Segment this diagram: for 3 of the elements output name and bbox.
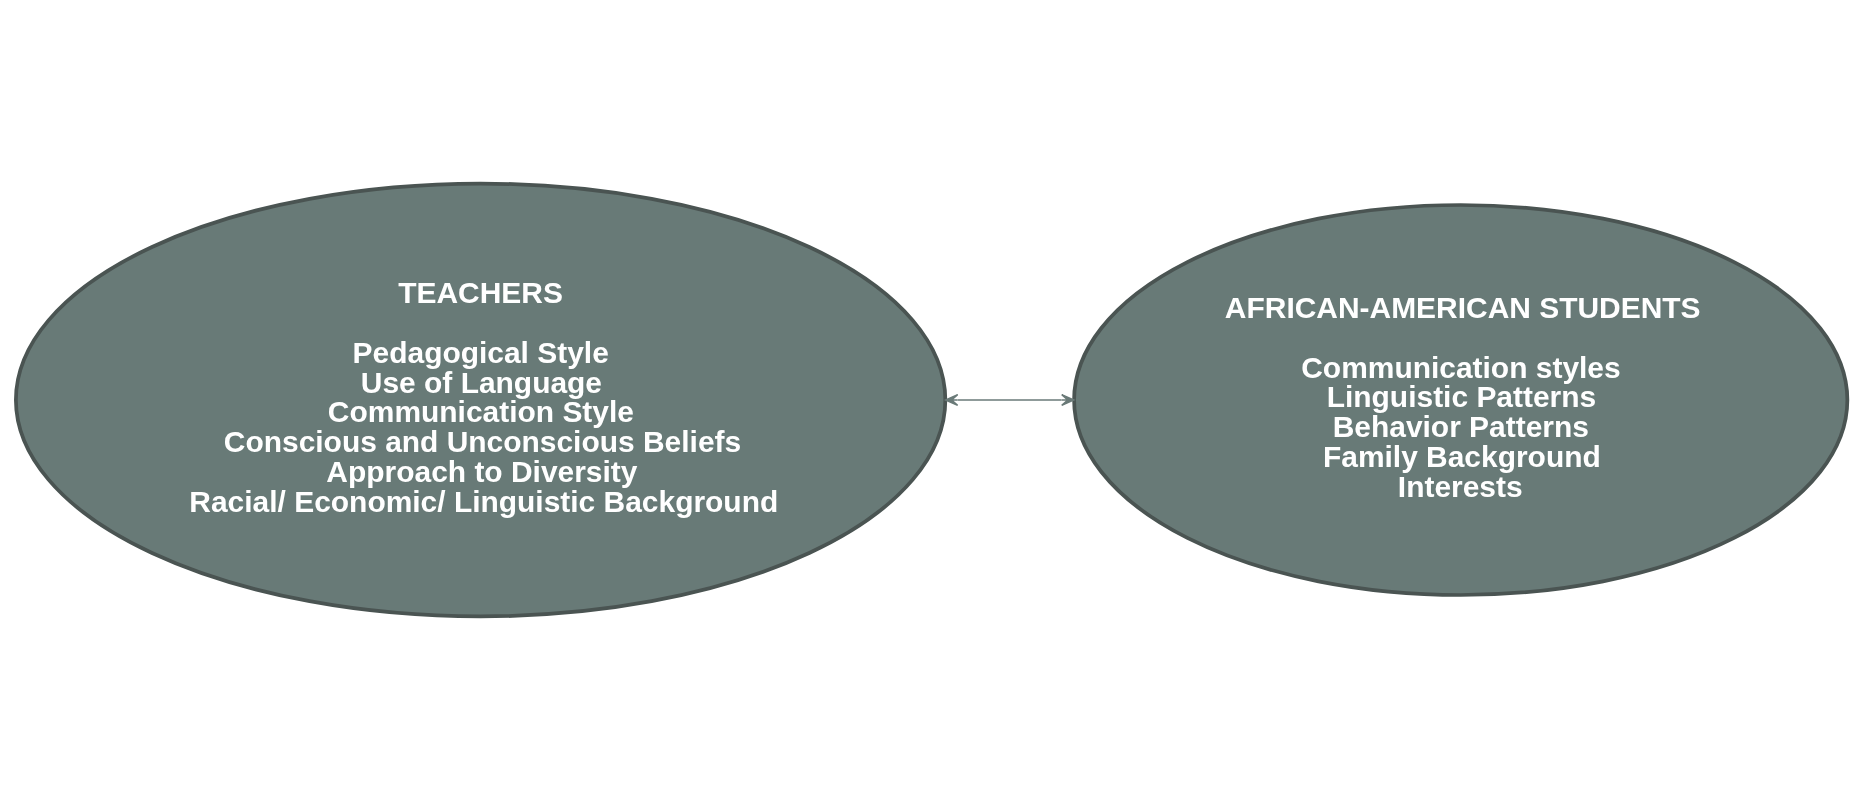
arrow	[944, 393, 1074, 407]
node-ellipse: AFRICAN-AMERICAN STUDENTS Communication styles Linguistic Patterns Behavior Patterns Family Background Interests	[1071, 203, 1849, 597]
node-ellipse: TEACHERS Pedagogical Style Use of Language Communication Style Conscious and Unconscious Beliefs Approach to Diversity Racial/ Economic/ Linguistic Background	[13, 181, 947, 619]
